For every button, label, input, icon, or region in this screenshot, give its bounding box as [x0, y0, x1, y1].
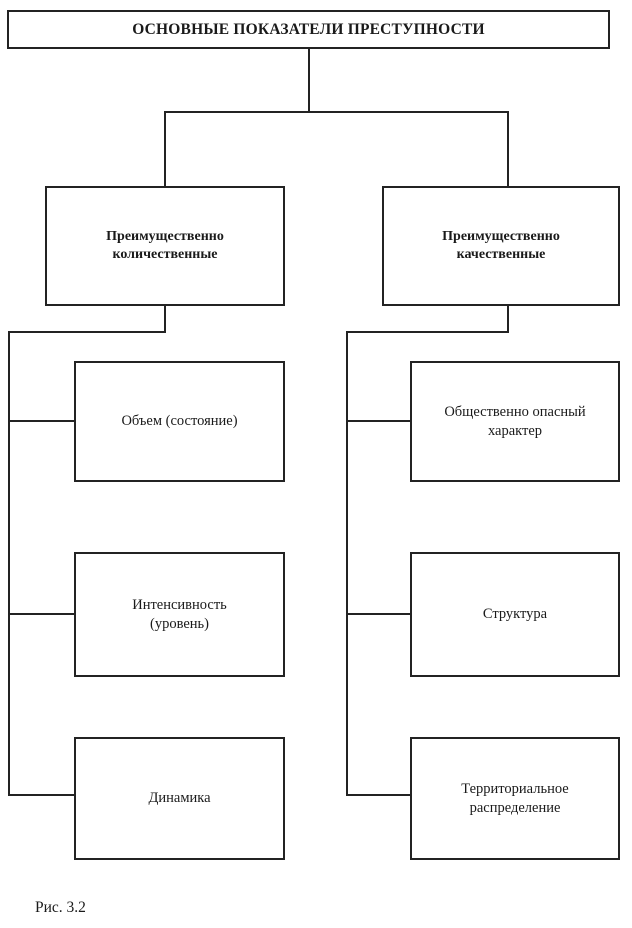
connector-right-spine: [346, 331, 348, 796]
connector-right-stub-1: [346, 420, 412, 422]
connector-left-spine: [8, 331, 10, 796]
connector-root-to-right-branch: [507, 111, 509, 187]
connector-right-stub-3: [346, 794, 412, 796]
node-branch-right: Преимущественно качественные: [382, 186, 620, 306]
node-left-child-1-label: Объем (состояние): [121, 413, 238, 430]
node-left-child-2: Интенсивность (уровень): [74, 552, 285, 677]
connector-left-stub-1: [8, 420, 76, 422]
node-left-child-1: Объем (состояние): [74, 361, 285, 482]
node-branch-left: Преимущественно количественные: [45, 186, 285, 306]
node-right-child-3: Территориальное распределение: [410, 737, 620, 860]
figure-caption: Рис. 3.2: [35, 899, 86, 916]
connector-root-to-left-branch: [164, 111, 166, 187]
connector-root-stem: [308, 49, 310, 112]
connector-left-stub-3: [8, 794, 76, 796]
node-right-child-2-label: Структура: [482, 606, 548, 623]
node-branch-right-label: Преимущественно качественные: [442, 229, 560, 262]
node-left-child-2-label: Интенсивность (уровень): [132, 596, 227, 632]
connector-right-stub-2: [346, 613, 412, 615]
connector-left-stub-2: [8, 613, 76, 615]
node-left-child-3: Динамика: [74, 737, 285, 860]
connector-left-branch-stem: [164, 306, 166, 333]
node-left-child-3-label: Динамика: [148, 790, 211, 807]
node-root-label: ОСНОВНЫЕ ПОКАЗАТЕЛИ ПРЕСТУПНОСТИ: [132, 20, 485, 38]
connector-left-branch-elbow: [8, 331, 166, 333]
connector-root-splitter: [164, 111, 509, 113]
node-right-child-1-label: Общественно опасный характер: [444, 403, 586, 439]
node-branch-left-label: Преимущественно количественные: [106, 229, 224, 262]
node-root: ОСНОВНЫЕ ПОКАЗАТЕЛИ ПРЕСТУПНОСТИ: [7, 10, 610, 49]
node-right-child-3-label: Территориальное распределение: [461, 780, 569, 816]
node-right-child-2: Структура: [410, 552, 620, 677]
node-right-child-1: Общественно опасный характер: [410, 361, 620, 482]
connector-right-branch-stem: [507, 306, 509, 333]
connector-right-branch-elbow: [346, 331, 509, 333]
